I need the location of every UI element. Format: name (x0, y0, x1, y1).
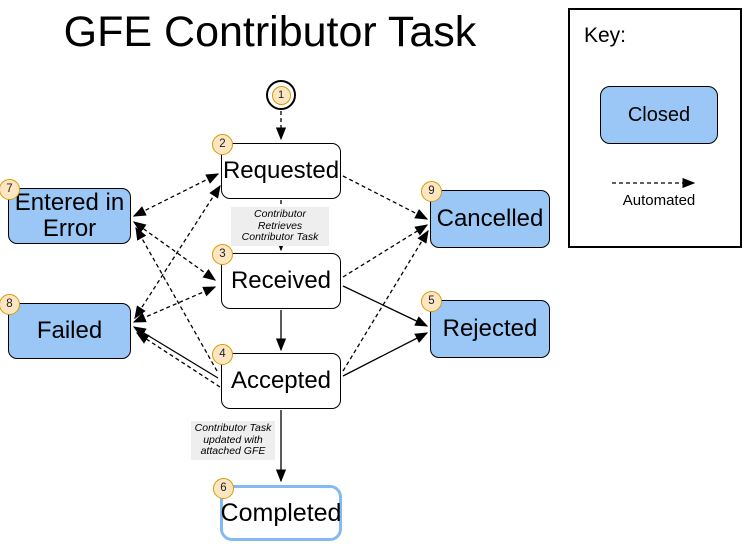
state-number-badge: 6 (213, 478, 234, 499)
edge-accepted-failed-manual (132, 326, 219, 379)
state-node-received: 3 Received (212, 244, 341, 309)
state-label: Completed (220, 499, 342, 527)
state-node-requested: 2 Requested (212, 134, 341, 199)
edge-requested-entered-in-error (132, 173, 220, 217)
legend-heading: Key: (584, 24, 627, 47)
edge-received-entered-in-error (132, 221, 217, 281)
state-node-cancelled: 9 Cancelled (421, 181, 550, 248)
edge-requested-failed (134, 184, 221, 320)
state-number-badge: 8 (0, 294, 20, 315)
state-label: Requested (222, 157, 340, 184)
state-node-rejected: 5 Rejected (421, 291, 550, 358)
state-label: Cancelled (436, 205, 544, 232)
diagram-title: GFE Contributor Task (63, 8, 477, 56)
edge-requested-cancelled (342, 175, 429, 220)
state-number-badge: 5 (421, 291, 442, 312)
state-node-accepted: 4 Accepted (212, 344, 341, 409)
state-number-badge: 7 (0, 179, 20, 200)
state-number-badge: 4 (212, 344, 233, 365)
start-state-node: 1 (266, 80, 296, 110)
edge-received-rejected (342, 285, 429, 327)
edge-received-cancelled (342, 224, 429, 278)
edge-accepted-cancelled (342, 229, 429, 372)
edge-accepted-rejected (342, 332, 429, 377)
state-label: Rejected (442, 315, 538, 342)
legend-automated-label: Automated (622, 192, 696, 209)
state-label: Failed (36, 317, 103, 344)
legend-closed-swatch: Closed (600, 86, 718, 144)
edge-accepted-failed-automated (135, 332, 221, 388)
state-number-badge: 9 (421, 181, 442, 202)
state-node-failed: 8 Failed (0, 294, 131, 359)
state-number-badge: 2 (212, 134, 233, 155)
edge-label-contributor-retrieves: Contributor Retrieves Contributor Task (231, 207, 329, 246)
edge-label-task-updated: Contributor Task updated with attached G… (191, 421, 275, 460)
state-label: Entered in Error (14, 189, 125, 242)
edge-accepted-entered-in-error (135, 226, 218, 372)
legend-automated-arrow-icon (612, 177, 696, 189)
state-node-completed: 6 Completed (213, 478, 342, 541)
state-label: Accepted (230, 367, 332, 394)
state-label: Received (230, 267, 332, 294)
state-node-entered-in-error: 7 Entered in Error (0, 179, 131, 244)
state-number-badge: 3 (212, 244, 233, 265)
start-state-badge: 1 (271, 85, 291, 105)
edge-received-failed (132, 286, 217, 323)
legend-panel: Key: Closed Automated (568, 8, 742, 248)
